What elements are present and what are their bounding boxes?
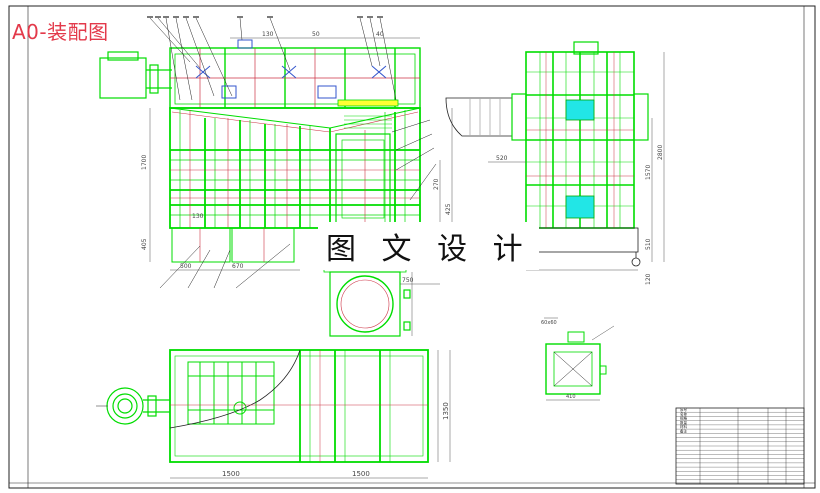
access-door — [335, 133, 391, 225]
dim-plan-width: 1350 — [442, 402, 450, 420]
front-dimension-texts: 130 50 40 1700 405 500 670 270 425 130 — [141, 31, 452, 270]
outlet-flange-view: 750 — [323, 267, 440, 337]
plan-outer-frame — [169, 349, 429, 463]
title-block-row-label: 备注 — [680, 428, 688, 433]
damper-blades — [195, 39, 387, 99]
side-body-hidden — [526, 52, 634, 228]
side-dimension-texts: 2800 1570 510 520 120 — [496, 145, 664, 285]
hopper-detail: 60x60 410 — [541, 317, 615, 401]
leader-lines — [149, 17, 437, 289]
plan-break-line — [169, 349, 301, 429]
side-dimension-lines — [488, 52, 665, 271]
dim-side-base: 120 — [645, 273, 652, 285]
dim-front-right-a: 270 — [433, 178, 440, 190]
base-legs — [171, 227, 295, 263]
main-body-frame — [169, 107, 421, 229]
dim-front-left-bottom: 405 — [141, 238, 148, 250]
title-block-row-label: 名称 — [680, 411, 688, 416]
dim-side-mid: 1570 — [645, 165, 652, 180]
dim-flange-side: 750 — [402, 277, 414, 284]
title-block-row-label: 序号 — [680, 407, 688, 412]
side-panel-cyan-upper — [565, 99, 595, 121]
dim-detail-bottom: 410 — [566, 394, 576, 400]
plan-cutaway — [187, 361, 275, 425]
dim-detail-top: 60x60 — [541, 320, 557, 326]
filter-louvers — [344, 115, 392, 129]
dim-front-right-b: 425 — [445, 203, 452, 215]
title-block-row-label: 规格 — [680, 416, 688, 421]
plan-inner — [174, 350, 424, 462]
dim-side-left: 520 — [496, 155, 508, 162]
drawing-title: A0-装配图 — [12, 20, 109, 44]
dim-plan-right: 1500 — [352, 470, 370, 478]
plan-dimension-lines — [170, 350, 451, 479]
upper-chamber-hidden — [170, 48, 420, 108]
side-inlet-duct — [445, 93, 527, 141]
plan-view: 1500 1500 1350 — [96, 349, 451, 479]
dim-front-bottom-a: 500 — [180, 263, 192, 270]
side-panel-cyan-lower — [565, 195, 595, 219]
title-block-row-label: 数量 — [680, 420, 688, 425]
front-dimension-lines — [149, 37, 453, 271]
side-top-box — [573, 41, 599, 55]
dim-side-height: 2800 — [657, 145, 664, 160]
dim-front-bottom-b: 670 — [232, 263, 244, 270]
seal-strip — [337, 99, 399, 107]
hopper-slope — [169, 107, 421, 133]
dim-front-inner: 130 — [192, 213, 204, 220]
plan-inlet-pipe — [106, 387, 170, 425]
plan-dimension-texts: 1500 1500 1350 — [222, 402, 450, 478]
dim-front-top-mid: 50 — [312, 31, 320, 38]
dim-front-top-right: 40 — [376, 31, 384, 38]
inlet-fan-box — [99, 51, 172, 99]
title-block-row-label: 材料 — [680, 424, 688, 429]
side-flange-right — [633, 93, 649, 141]
dim-side-bottom: 510 — [645, 238, 652, 250]
main-body-hidden — [170, 110, 420, 228]
dim-plan-left: 1500 — [222, 470, 240, 478]
watermark-text: 图 文 设 计 — [318, 222, 539, 270]
dim-front-top-left: 130 — [262, 31, 274, 38]
front-elevation: 130 50 40 1700 405 500 670 270 425 130 — [99, 16, 453, 289]
dim-front-height: 1700 — [141, 155, 148, 170]
plan-hidden — [170, 350, 428, 462]
